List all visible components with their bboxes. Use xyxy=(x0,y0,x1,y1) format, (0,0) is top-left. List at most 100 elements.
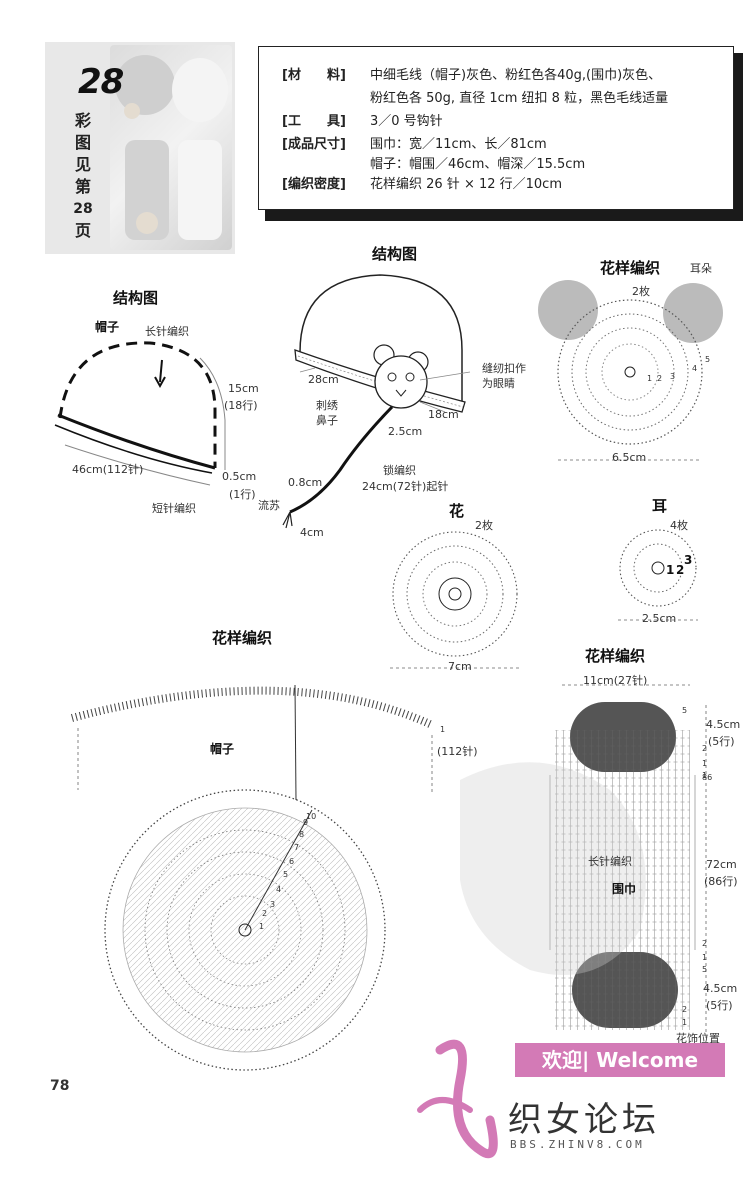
materials-row: 粉红色各 50g, 直径 1cm 纽扣 8 粒，黑色毛线适量 xyxy=(370,91,669,106)
ear-width: 2.5cm xyxy=(642,612,677,625)
ear-pattern-count: 2枚 xyxy=(632,285,650,298)
watermark-shape xyxy=(460,762,646,975)
product-photo xyxy=(110,45,232,250)
ear-row-2: 2 xyxy=(657,374,663,383)
tassel-length: 4cm xyxy=(300,526,324,539)
tassel-label: 流苏 xyxy=(258,499,280,512)
assembly-width-18: 18cm xyxy=(428,408,459,421)
hat-assembly xyxy=(282,274,471,529)
materials-row: [材 料]中细毛线（帽子)灰色、粉红色各40g,(围巾)灰色、 xyxy=(282,68,662,83)
hat-pattern-stitches: (112针) xyxy=(437,745,478,758)
band-height: 0.5cm xyxy=(222,470,257,483)
hat-row-7: 7 xyxy=(294,843,300,852)
hat-row-4: 4 xyxy=(276,885,282,894)
hat-row-5: 5 xyxy=(283,870,289,879)
hat-height: 15cm xyxy=(228,382,259,395)
scarf-bottom-length: 4.5cm xyxy=(703,982,738,995)
chain-label: 锁编织 xyxy=(383,464,416,477)
flower-diagram xyxy=(390,531,520,669)
scarf-crochet-chart xyxy=(549,684,707,1038)
band-rows: (1行) xyxy=(229,488,256,501)
scarf-row-bot-2: 2 xyxy=(702,939,708,948)
welcome-banner[interactable]: 欢迎| Welcome xyxy=(515,1043,725,1077)
photo-illustration xyxy=(115,55,228,240)
size-row: 帽子：帽围／46cm、帽深／15.5cm xyxy=(370,157,586,172)
scarf-row-top-5: 5 xyxy=(682,706,688,715)
hat-pattern-row1: 1 xyxy=(440,725,446,734)
gauge-row: [编织密度]花样编织 26 针 × 12 行／10cm xyxy=(282,177,562,192)
height-dim-line xyxy=(199,357,226,470)
hat-crochet-chart xyxy=(70,684,434,1071)
site-logo xyxy=(417,1039,498,1159)
hat-schematic-title: 结构图 xyxy=(113,289,159,307)
scarf-mid-length: 72cm xyxy=(706,858,737,871)
scarf-bottom-rows: (5行) xyxy=(706,999,733,1012)
pattern-number: 28 xyxy=(78,62,124,102)
embroider-label: 刺绣 xyxy=(316,399,338,412)
assembly-title: 结构图 xyxy=(372,245,418,263)
chain-count: 24cm(72针)起针 xyxy=(362,480,449,493)
hat-row-6: 6 xyxy=(289,857,295,866)
scarf-pattern-title: 花样编织 xyxy=(585,647,646,665)
ear-pattern-diagram xyxy=(538,280,723,461)
face-size: 2.5cm xyxy=(388,425,423,438)
eyes-note-1: 缝纫扣作 xyxy=(482,362,526,375)
hat-row-8: 8 xyxy=(299,830,305,839)
ear-pattern-title: 花样编织 xyxy=(600,259,661,277)
ear-row-2: 2 xyxy=(676,563,685,577)
scarf-row-bot-1: 1 xyxy=(702,953,708,962)
scarf-row-top-1b: 1 xyxy=(702,771,708,780)
hat-row-2: 2 xyxy=(262,909,268,918)
scarf-row-bot-2b: 2 xyxy=(682,1005,688,1014)
scarf-mid-rows: (86行) xyxy=(704,875,738,888)
hat-row-9: 9 xyxy=(303,818,309,827)
hat-label: 帽子 xyxy=(95,320,120,334)
scarf-width: 11cm(27针) xyxy=(583,674,648,687)
hat-schematic xyxy=(54,341,226,486)
site-url[interactable]: BBS.ZHINV8.COM xyxy=(510,1138,645,1151)
short-stitch-label: 短针编织 xyxy=(152,502,196,515)
ear-row-1: 1 xyxy=(647,374,653,383)
assembly-width-28: 28cm xyxy=(308,373,339,386)
photo-reference: 彩 图 见 第 28 页 xyxy=(73,111,93,240)
ear-row-3: 3 xyxy=(684,553,693,567)
scarf-label: 围巾 xyxy=(612,882,637,896)
scarf-row-bot-1b: 1 xyxy=(682,1018,688,1027)
scarf-top-rows: (5行) xyxy=(708,735,735,748)
flower-position: 花饰位置 xyxy=(676,1032,720,1045)
scarf-row-86: 86 xyxy=(702,773,713,782)
materials-box xyxy=(258,46,734,210)
page-number: 78 xyxy=(50,1078,70,1094)
hat-circumference: 46cm(112针) xyxy=(72,463,144,476)
hat-row-10: 10 xyxy=(306,812,317,821)
flower-width: 7cm xyxy=(448,660,472,673)
ear-count: 4枚 xyxy=(670,519,688,532)
scarf-row-bot-5: 5 xyxy=(702,965,708,974)
ear-row-4: 4 xyxy=(692,364,698,373)
tools-row: [工 具]3／0 号钩针 xyxy=(282,114,443,129)
flower-title: 花 xyxy=(449,502,465,520)
small-ear-diagram xyxy=(618,529,698,621)
ear-title: 耳 xyxy=(652,497,668,515)
scarf-top-length: 4.5cm xyxy=(706,718,741,731)
ear-pattern-sub: 耳朵 xyxy=(690,262,712,275)
ear-row-5: 5 xyxy=(705,355,711,364)
long-stitch-label: 长针编织 xyxy=(145,325,189,338)
ear-pattern-width: 6.5cm xyxy=(612,451,647,464)
ear-row-1: 1 xyxy=(666,563,675,577)
tassel-width: 0.8cm xyxy=(288,476,323,489)
hat-pattern-label: 帽子 xyxy=(210,742,235,756)
size-row: [成品尺寸]围巾：宽／11cm、长／81cm xyxy=(282,137,547,152)
scarf-row-top-2: 2 xyxy=(702,744,708,753)
hat-row-3: 3 xyxy=(270,900,276,909)
site-name[interactable]: 织女论坛 xyxy=(508,1100,660,1140)
scarf-row-top-1a: 1 xyxy=(702,759,708,768)
circ-dim-line xyxy=(64,444,211,486)
eyes-note-2: 为眼睛 xyxy=(482,377,515,390)
ear-row-3: 3 xyxy=(670,372,676,381)
hat-height-rows: (18行) xyxy=(224,399,258,412)
hat-row-1: 1 xyxy=(259,922,265,931)
flower-count: 2枚 xyxy=(475,519,493,532)
nose-label: 鼻子 xyxy=(316,414,338,427)
